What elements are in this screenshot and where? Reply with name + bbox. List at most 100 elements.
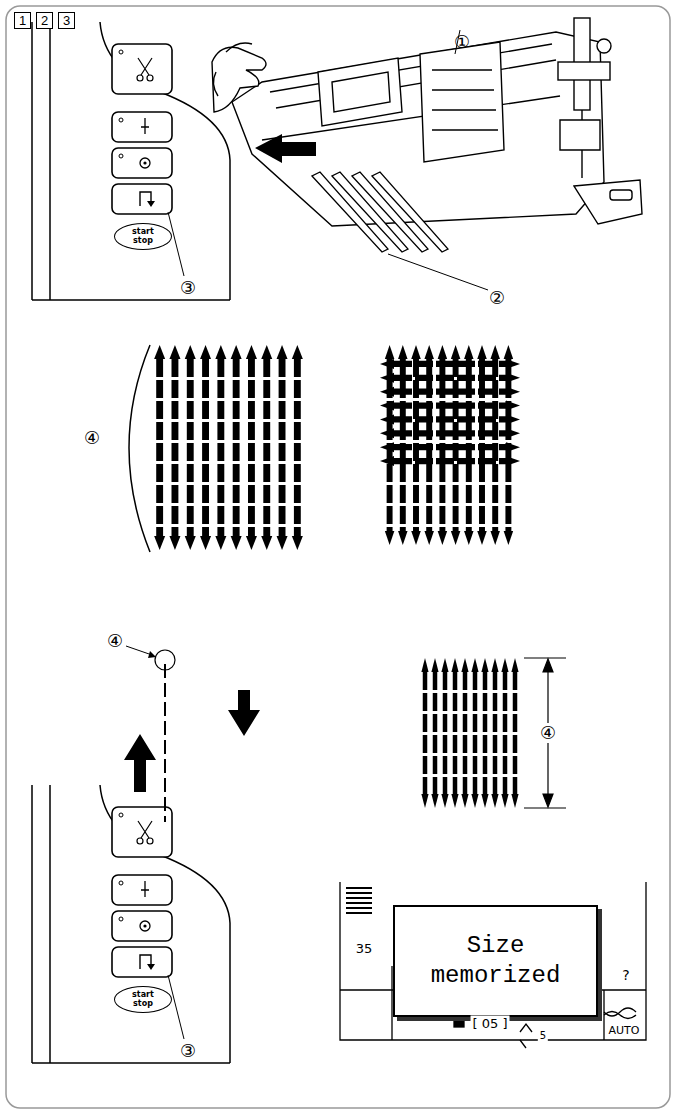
buttonhole-foot <box>597 39 611 53</box>
buttonhole-stitches <box>380 442 394 452</box>
button-label: start stop <box>128 228 158 245</box>
buttonhole-stitches <box>453 672 458 794</box>
buttonhole-stitches <box>248 359 255 536</box>
buttonhole-stitches <box>380 373 394 383</box>
buttonhole-stitches <box>277 345 288 359</box>
buttonhole-stitches <box>169 536 180 550</box>
buttonhole-stitches <box>215 536 226 550</box>
lcd-screen <box>340 882 646 1048</box>
screen-text: AUTO <box>607 1024 642 1037</box>
buttonhole-foot <box>318 58 402 126</box>
buttonhole-stitches <box>231 345 242 359</box>
buttonhole-stitches <box>279 359 286 536</box>
buttonhole-stitches <box>231 536 242 550</box>
buttonhole-stitches <box>156 359 163 536</box>
buttonhole-stitches <box>411 531 421 545</box>
buttonhole-stitches <box>154 345 165 359</box>
step-number: 3 <box>58 12 75 29</box>
buttonhole-stitches <box>154 345 303 550</box>
dimension-line <box>524 658 566 808</box>
buttonhole-stitches <box>493 672 498 794</box>
buttonhole-stitches <box>504 345 514 359</box>
message-text: Size memorized <box>406 931 586 991</box>
buttonhole-stitches <box>261 536 272 550</box>
step-number-text: 2 <box>41 14 48 27</box>
lcd-screen <box>520 1024 532 1048</box>
buttonhole-foot <box>610 190 632 200</box>
buttonhole-stitches <box>501 658 508 672</box>
buttonhole-stitches <box>443 672 448 794</box>
buttonhole-stitches <box>380 401 394 411</box>
buttonhole-stitches <box>461 794 468 808</box>
buttonhole-stitches <box>431 794 438 808</box>
buttonhole-stitches <box>506 442 520 452</box>
buttonhole-stitches <box>200 536 211 550</box>
buttonhole-stitches <box>431 658 438 672</box>
step-number-text: 1 <box>19 14 26 27</box>
dimension-line <box>543 794 553 807</box>
screen-number: 5 <box>538 1030 548 1042</box>
buttonhole-stitches <box>501 794 508 808</box>
stitch-path <box>155 650 175 670</box>
buttonhole-stitches <box>463 672 468 794</box>
buttonhole-stitches <box>451 531 461 545</box>
screen-icon: ? <box>622 968 629 982</box>
buttonhole-stitches <box>441 658 448 672</box>
buttonhole-stitches <box>464 531 474 545</box>
buttonhole-stitches <box>394 430 506 436</box>
buttonhole-stitches <box>394 402 506 408</box>
step-number-text: 3 <box>63 14 70 27</box>
buttonhole-stitches <box>398 345 408 359</box>
control-panel <box>32 22 230 300</box>
buttonhole-stitches <box>473 672 478 794</box>
buttonhole-foot <box>574 180 642 224</box>
buttonhole-foot <box>432 70 498 130</box>
buttonhole-stitches <box>421 658 428 672</box>
cardboard-strips <box>388 254 488 290</box>
start-stop-button: start stop <box>114 223 172 250</box>
buttonhole-stitches <box>246 536 257 550</box>
buttonhole-stitches <box>292 345 303 359</box>
buttonhole-stitches <box>506 359 520 369</box>
buttonhole-stitches <box>511 658 518 672</box>
page-frame <box>6 6 670 1108</box>
buttonhole-stitches <box>233 359 240 536</box>
buttonhole-stitches <box>292 536 303 550</box>
buttonhole-stitches <box>471 794 478 808</box>
buttonhole-stitches <box>481 658 488 672</box>
callout-number: ③ <box>180 279 196 297</box>
buttonhole-stitches <box>477 531 487 545</box>
buttonhole-stitches <box>506 373 520 383</box>
bracket <box>129 345 150 552</box>
lcd-screen <box>346 888 372 913</box>
buttonhole-stitches <box>506 428 520 438</box>
direction-arrow <box>255 134 316 163</box>
step-number: 2 <box>36 12 53 29</box>
buttonhole-stitches <box>490 345 500 359</box>
buttonhole-stitches <box>424 345 434 359</box>
dimension-line <box>543 659 553 672</box>
buttonhole-foot <box>560 120 600 150</box>
buttonhole-stitches <box>261 345 272 359</box>
buttonhole-stitches <box>424 531 434 545</box>
buttonhole-foot <box>332 72 390 112</box>
buttonhole-foot <box>212 18 642 226</box>
buttonhole-stitches <box>263 359 270 536</box>
stitch-path <box>164 664 166 822</box>
dimension-line <box>524 658 566 808</box>
buttonhole-stitches <box>200 345 211 359</box>
buttonhole-stitches <box>461 658 468 672</box>
buttonhole-foot <box>262 44 560 140</box>
buttonhole-stitches <box>506 414 520 424</box>
buttonhole-stitches <box>385 345 513 545</box>
buttonhole-stitches <box>154 536 165 550</box>
lcd-screen <box>604 1008 636 1019</box>
callout-number: ④ <box>538 723 558 743</box>
buttonhole-stitches <box>511 794 518 808</box>
message-popup: Size memorized <box>393 905 598 1017</box>
buttonhole-stitches <box>172 359 179 536</box>
stitch-path <box>124 734 156 792</box>
buttonhole-foot <box>212 47 266 112</box>
buttonhole-stitches <box>441 794 448 808</box>
screen-number: 35 <box>356 942 373 955</box>
